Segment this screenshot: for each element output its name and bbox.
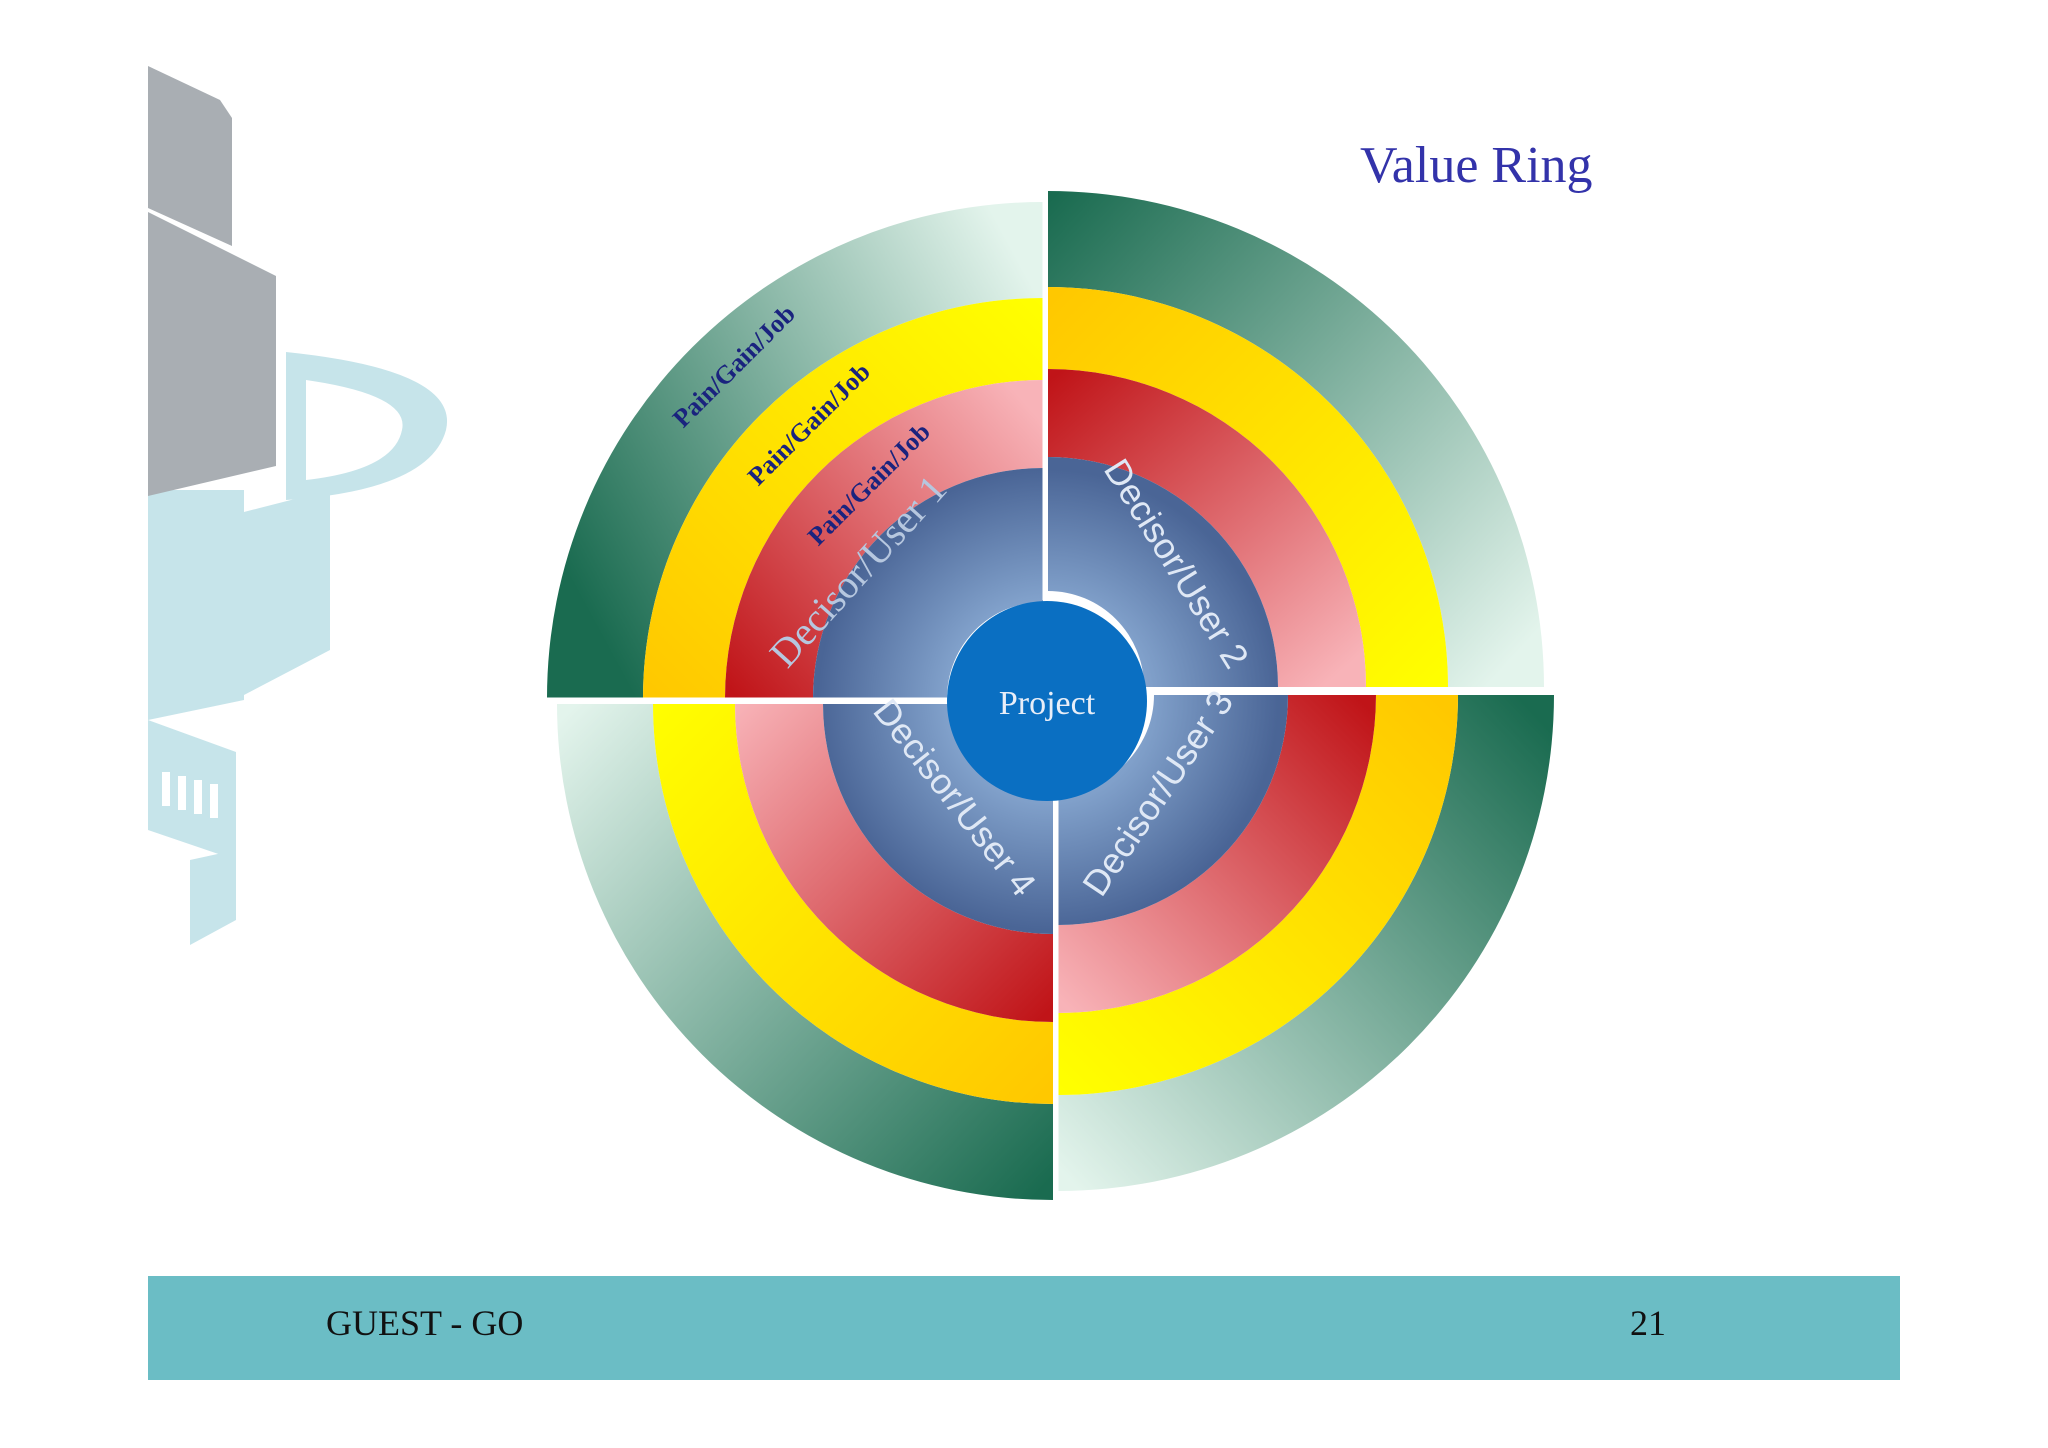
job-ring-top-right: [1048, 191, 1544, 687]
project-center-circle: [947, 601, 1147, 801]
slide-title: Value Ring: [1360, 137, 1593, 194]
gain-ring-top-right: [1048, 287, 1448, 687]
user-ring-bottom-left: [823, 704, 1053, 934]
pain-ring-bottom-left: [735, 704, 1053, 1022]
footer-bar: [148, 1276, 1900, 1380]
ring-sectors: [540, 191, 1560, 1200]
user-ring-top-left: [813, 468, 1043, 698]
page-number: 21: [1630, 1303, 1666, 1343]
user-ring-bottom-right: [1058, 695, 1288, 925]
job-ring-bottom-left: [557, 704, 1053, 1200]
job-ring-top-left: [547, 202, 1043, 698]
project-center-label: Project: [999, 685, 1096, 722]
pain-ring-top-left: [725, 380, 1043, 698]
pain-ring-top-right: [1048, 369, 1366, 687]
gain-ring-top-left: [643, 298, 1043, 698]
gain-ring-bottom-right: [1058, 695, 1458, 1095]
pain-ring-bottom-right: [1058, 695, 1376, 1013]
gain-ring-bottom-left: [653, 704, 1053, 1104]
user-ring-top-right: [1048, 457, 1278, 687]
footer-label: GUEST - GO: [326, 1303, 524, 1343]
job-ring-bottom-right: [1058, 695, 1554, 1191]
